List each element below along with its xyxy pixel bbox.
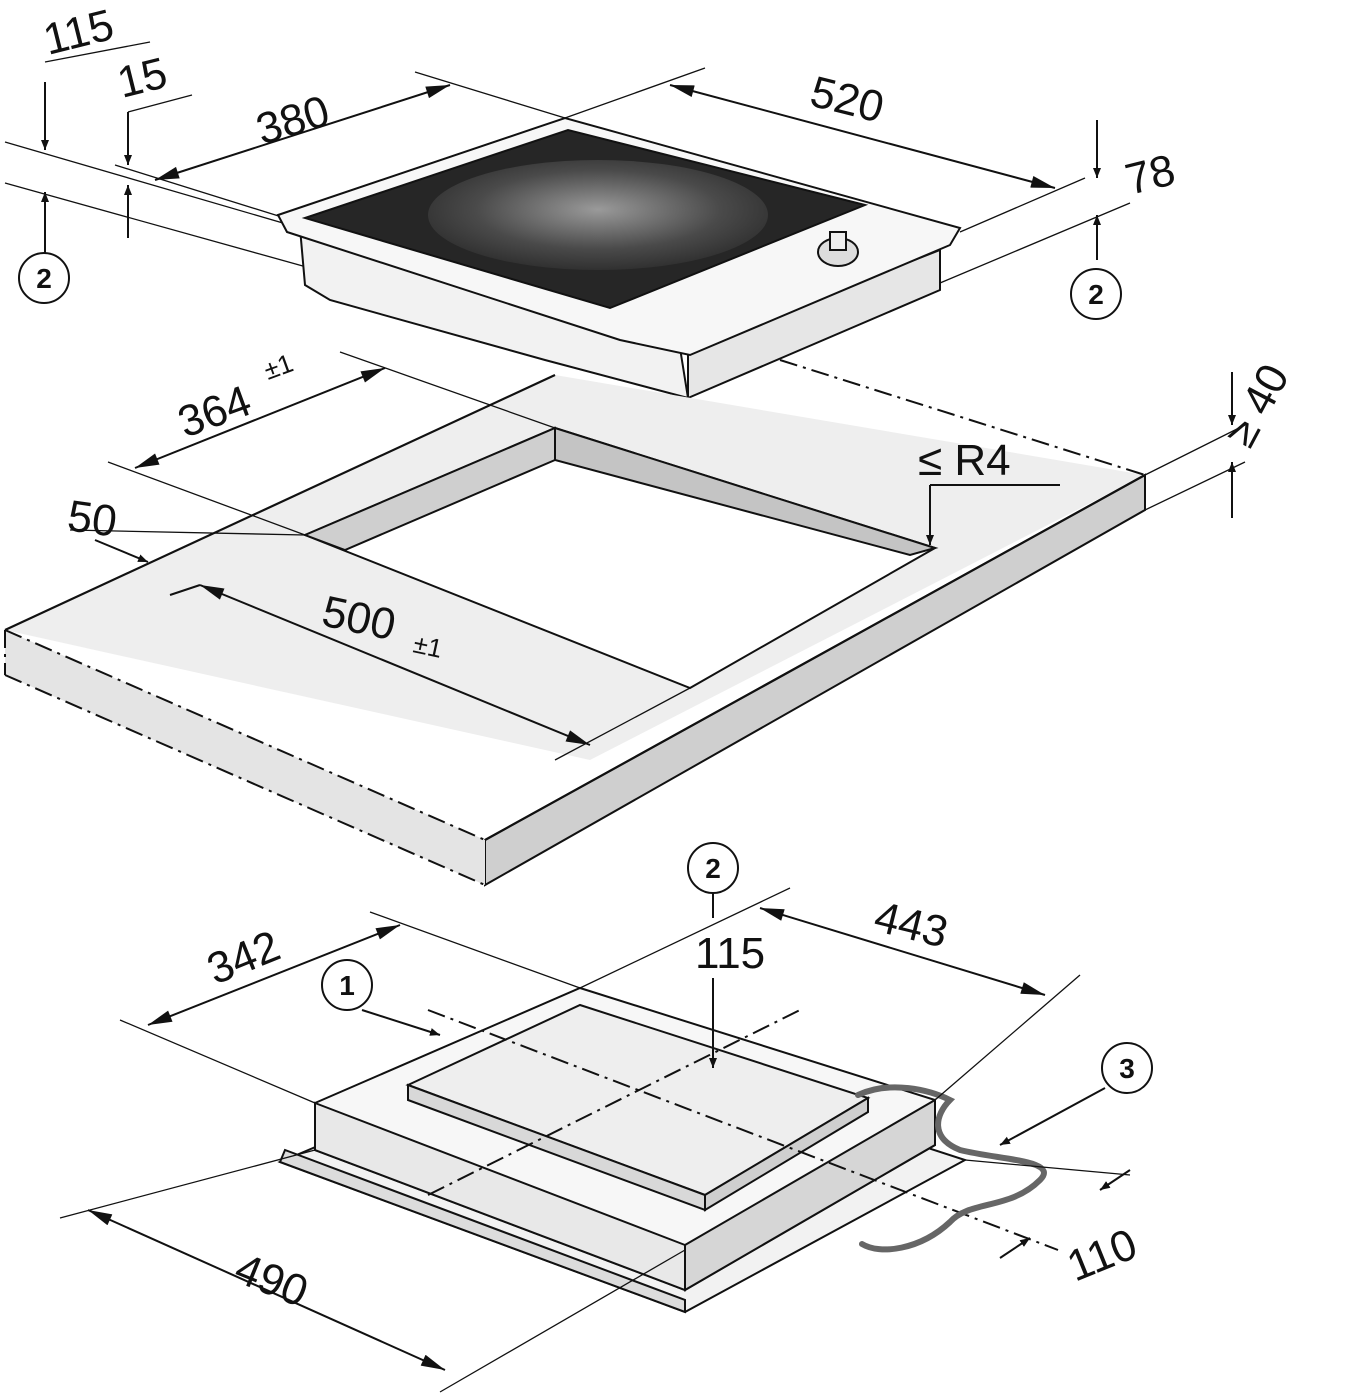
dim-label-15: 15: [113, 48, 172, 107]
hob-unit-top: 115 15 380 520 78 2 2: [4, 0, 1180, 400]
callout-3: 3: [1101, 1042, 1153, 1094]
dim-label-thickness: ≥ 40: [1216, 356, 1299, 454]
dim-label-443: 443: [870, 892, 953, 957]
dim-label-115-bottom: 115: [695, 929, 765, 978]
svg-text:2: 2: [705, 853, 721, 884]
svg-text:3: 3: [1119, 1053, 1135, 1084]
callout-1: 1: [321, 959, 373, 1011]
dim-label-115-top: 115: [39, 0, 119, 65]
svg-text:2: 2: [36, 263, 52, 294]
dim-label-520: 520: [806, 67, 889, 132]
cooking-zone: [428, 160, 768, 270]
svg-text:2: 2: [1088, 279, 1104, 310]
dim-tol-364: ±1: [260, 348, 297, 386]
dim-label-radius: ≤ R4: [918, 436, 1011, 485]
dim-tol-500: ±1: [411, 629, 445, 664]
callout-2-right: 2: [1070, 268, 1122, 320]
dim-label-342: 342: [200, 921, 286, 994]
power-cable: [855, 1084, 1047, 1253]
control-knob-icon: [817, 231, 859, 267]
callout-2-bottom: 2: [687, 842, 739, 894]
dim-label-78: 78: [1121, 145, 1180, 204]
dim-label-50: 50: [65, 491, 120, 546]
hob-unit-bottom: 342 443 115 490 110 1 2 3: [59, 842, 1153, 1393]
svg-text:1: 1: [339, 970, 355, 1001]
worktop-cutout: 364 ±1 50 500 ±1 ≤ R4 ≥ 40: [4, 348, 1299, 887]
callout-2-left: 2: [18, 252, 70, 304]
dim-label-380: 380: [251, 86, 336, 154]
dim-label-364: 364: [172, 376, 258, 447]
dim-label-110: 110: [1060, 1220, 1143, 1292]
